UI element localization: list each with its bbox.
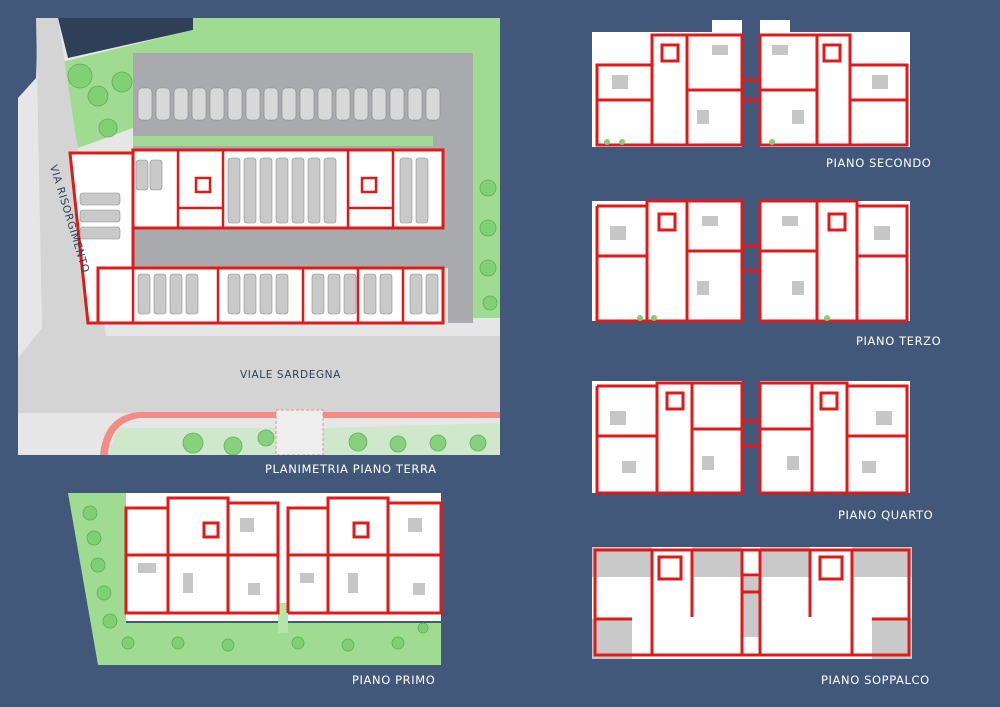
fourth-floor-plan — [592, 381, 912, 497]
second-floor-title: PIANO SECONDO — [826, 156, 932, 170]
ground-floor-site-plan: VIA RISORGIMENTO VIALE SARDEGNA — [18, 18, 500, 455]
fourth-floor-title: PIANO QUARTO — [838, 508, 934, 522]
mezzanine-plan — [592, 547, 912, 659]
ground-floor-title: PLANIMETRIA PIANO TERRA — [265, 462, 437, 476]
third-floor-title: PIANO TERZO — [856, 334, 942, 348]
mezzanine-title: PIANO SOPPALCO — [821, 673, 930, 687]
street-label-viale-sardegna: VIALE SARDEGNA — [240, 369, 341, 381]
second-floor-plan — [592, 20, 912, 150]
third-floor-plan — [592, 196, 912, 324]
first-floor-plan — [68, 493, 446, 665]
first-floor-title: PIANO PRIMO — [352, 673, 436, 687]
